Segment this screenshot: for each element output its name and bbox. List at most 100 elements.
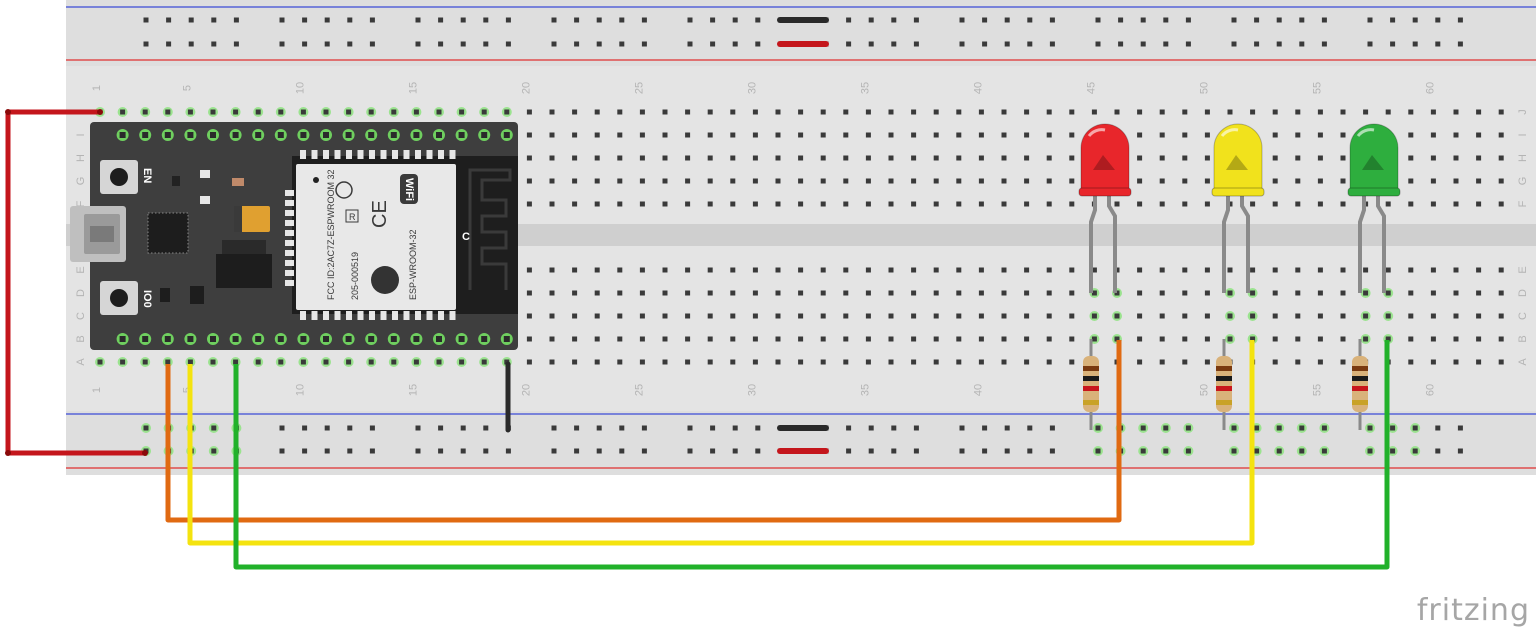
rail-hole[interactable] — [460, 17, 466, 23]
breadboard-hole[interactable] — [865, 267, 871, 273]
breadboard-hole[interactable] — [526, 359, 532, 365]
breadboard-hole[interactable] — [730, 178, 736, 184]
breadboard-hole[interactable] — [1453, 155, 1459, 161]
breadboard-hole[interactable] — [1046, 267, 1052, 273]
breadboard-hole[interactable] — [639, 267, 645, 273]
rail-hole[interactable] — [891, 425, 897, 431]
breadboard-hole[interactable] — [1182, 313, 1188, 319]
rail-hole[interactable] — [415, 41, 421, 47]
breadboard-hole[interactable] — [617, 336, 623, 342]
breadboard-hole[interactable] — [1453, 267, 1459, 273]
breadboard-hole[interactable] — [1453, 290, 1459, 296]
rail-hole[interactable] — [1231, 17, 1237, 23]
breadboard-hole[interactable] — [662, 109, 668, 115]
breadboard-hole[interactable] — [956, 267, 962, 273]
breadboard-hole[interactable] — [1114, 201, 1120, 207]
rail-hole[interactable] — [687, 41, 693, 47]
rail-hole[interactable] — [233, 41, 239, 47]
breadboard-hole[interactable] — [639, 290, 645, 296]
breadboard-hole[interactable] — [549, 336, 555, 342]
rail-hole[interactable] — [1276, 41, 1282, 47]
rail-hole[interactable] — [505, 448, 511, 454]
breadboard-hole[interactable] — [798, 290, 804, 296]
breadboard-hole[interactable] — [865, 178, 871, 184]
breadboard-hole[interactable] — [707, 201, 713, 207]
breadboard-hole[interactable] — [978, 132, 984, 138]
rail-hole[interactable] — [641, 425, 647, 431]
breadboard-hole[interactable] — [1001, 201, 1007, 207]
breadboard-hole[interactable] — [752, 201, 758, 207]
rail-hole[interactable] — [755, 41, 761, 47]
breadboard-hole[interactable] — [1408, 336, 1414, 342]
breadboard-hole[interactable] — [1498, 336, 1504, 342]
rail-hole[interactable] — [1140, 41, 1146, 47]
breadboard-hole[interactable] — [1408, 155, 1414, 161]
rail-hole[interactable] — [551, 425, 557, 431]
breadboard-hole[interactable] — [1317, 313, 1323, 319]
breadboard-hole[interactable] — [1069, 267, 1075, 273]
rail-hole[interactable] — [1004, 41, 1010, 47]
breadboard-hole[interactable] — [549, 109, 555, 115]
breadboard-hole[interactable] — [572, 313, 578, 319]
rail-hole[interactable] — [1118, 17, 1124, 23]
breadboard-hole[interactable] — [549, 201, 555, 207]
breadboard-hole[interactable] — [752, 109, 758, 115]
rail-hole[interactable] — [347, 17, 353, 23]
breadboard-hole[interactable] — [594, 336, 600, 342]
rail-hole[interactable] — [369, 41, 375, 47]
rail-hole[interactable] — [619, 425, 625, 431]
breadboard-hole[interactable] — [617, 267, 623, 273]
rail-hole[interactable] — [1140, 17, 1146, 23]
rail-hole[interactable] — [1027, 17, 1033, 23]
breadboard-hole[interactable] — [843, 132, 849, 138]
breadboard-hole[interactable] — [572, 290, 578, 296]
rail-hole[interactable] — [1321, 448, 1327, 454]
breadboard-hole[interactable] — [1250, 109, 1256, 115]
breadboard-hole[interactable] — [820, 109, 826, 115]
breadboard-hole[interactable] — [1498, 201, 1504, 207]
rail-hole[interactable] — [710, 41, 716, 47]
breadboard-hole[interactable] — [1137, 336, 1143, 342]
breadboard-hole[interactable] — [526, 313, 532, 319]
rail-hole[interactable] — [868, 17, 874, 23]
breadboard-hole[interactable] — [1385, 109, 1391, 115]
breadboard-hole[interactable] — [594, 267, 600, 273]
breadboard-hole[interactable] — [1408, 359, 1414, 365]
breadboard-hole[interactable] — [1204, 290, 1210, 296]
rail-hole[interactable] — [324, 425, 330, 431]
breadboard-hole[interactable] — [1295, 132, 1301, 138]
breadboard-hole[interactable] — [1272, 359, 1278, 365]
breadboard-hole[interactable] — [617, 132, 623, 138]
breadboard-hole[interactable] — [707, 178, 713, 184]
breadboard-hole[interactable] — [1295, 313, 1301, 319]
rail-hole[interactable] — [347, 41, 353, 47]
breadboard-hole[interactable] — [707, 359, 713, 365]
breadboard-hole[interactable] — [752, 132, 758, 138]
breadboard-hole[interactable] — [1272, 290, 1278, 296]
rail-hole[interactable] — [1185, 425, 1191, 431]
rail-hole[interactable] — [846, 448, 852, 454]
breadboard-hole[interactable] — [978, 109, 984, 115]
breadboard-hole[interactable] — [459, 359, 465, 365]
breadboard-hole[interactable] — [1272, 109, 1278, 115]
breadboard-hole[interactable] — [911, 155, 917, 161]
rail-hole[interactable] — [143, 17, 149, 23]
breadboard-hole[interactable] — [1204, 201, 1210, 207]
rail-hole[interactable] — [483, 448, 489, 454]
breadboard-hole[interactable] — [1159, 201, 1165, 207]
rail-hole[interactable] — [1435, 17, 1441, 23]
breadboard-hole[interactable] — [956, 132, 962, 138]
rail-hole[interactable] — [415, 448, 421, 454]
rail-hole[interactable] — [505, 17, 511, 23]
breadboard-hole[interactable] — [933, 155, 939, 161]
breadboard-hole[interactable] — [594, 201, 600, 207]
breadboard-hole[interactable] — [1182, 290, 1188, 296]
breadboard-hole[interactable] — [798, 109, 804, 115]
rail-hole[interactable] — [1095, 425, 1101, 431]
rail-hole[interactable] — [1163, 448, 1169, 454]
rail-hole[interactable] — [483, 17, 489, 23]
breadboard-hole[interactable] — [978, 336, 984, 342]
rail-hole[interactable] — [505, 41, 511, 47]
breadboard-hole[interactable] — [278, 109, 284, 115]
rail-hole[interactable] — [959, 425, 965, 431]
